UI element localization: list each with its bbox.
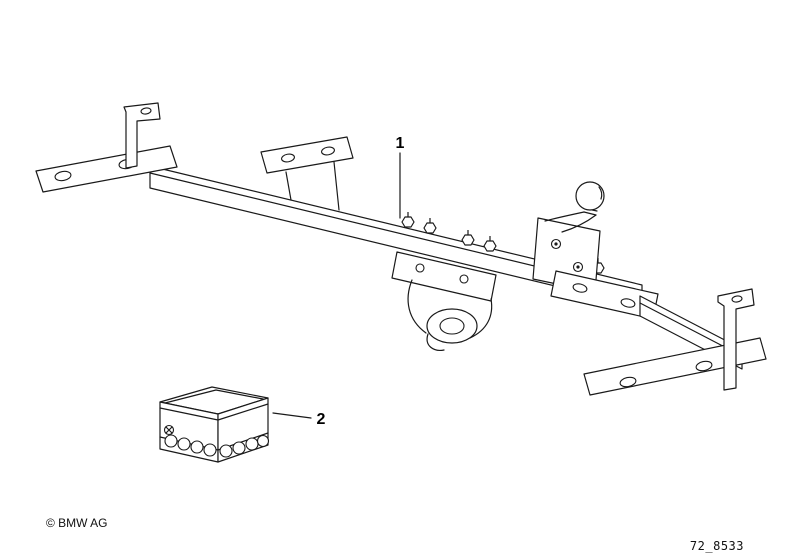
- tow-ball: [575, 181, 605, 211]
- bolt-hole: [619, 376, 637, 388]
- center-clamp-assembly: [391, 251, 497, 351]
- drawing-number: 72_8533: [690, 539, 744, 553]
- callout-1: 1: [396, 135, 405, 219]
- callout-1-label: 1: [396, 135, 405, 152]
- mid-mounting-bracket: [260, 136, 354, 211]
- bolt-hole: [140, 107, 152, 115]
- callout-2: 2: [272, 411, 326, 428]
- copyright-text: © BMW AG: [46, 516, 108, 530]
- hex-nuts: [401, 212, 605, 274]
- bolt-hole: [572, 283, 588, 293]
- left-mounting-bracket: [35, 102, 178, 193]
- bolt-hole: [731, 295, 743, 303]
- wiring-kit-box: [159, 386, 270, 463]
- bolt-hole: [459, 274, 469, 284]
- callout-2-leader-line: [272, 412, 312, 419]
- bolt-hole: [415, 263, 425, 273]
- bolt-hole: [695, 360, 713, 372]
- bolt-hole: [281, 153, 295, 163]
- cable-coil-circles: [164, 434, 270, 458]
- bolt-hole: [321, 146, 335, 156]
- connector-fitting: [163, 424, 175, 436]
- towbar-assembly-drawing: [35, 102, 767, 396]
- bolt-hole: [620, 298, 636, 308]
- bolt-hole: [54, 170, 72, 182]
- right-mounting-bracket: [550, 270, 659, 320]
- callout-2-label: 2: [317, 411, 326, 428]
- ball-hitch: [532, 181, 605, 293]
- far-right-mounting-bracket: [583, 288, 767, 396]
